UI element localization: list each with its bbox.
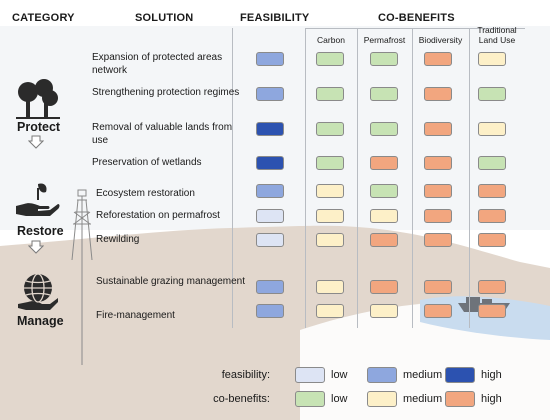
carbon-rating-cell [316,52,344,66]
hand-plant-icon [16,183,60,216]
legend-cobenefits-medium-swatch [367,391,397,407]
biodiversity-rating-cell [424,304,452,318]
feasibility-rating-cell [256,122,284,136]
carbon-rating-cell [316,156,344,170]
permafrost-rating-cell [370,87,398,101]
carbon-rating-cell [316,233,344,247]
permafrost-rating-cell [370,233,398,247]
biodiversity-rating-cell [424,209,452,223]
arrow-down-icon [28,135,44,149]
cobenefits-header: CO-BENEFITS [378,12,455,24]
permafrost-rating-cell [370,52,398,66]
arrow-down-icon [28,240,44,254]
traditional-rating-cell [478,156,506,170]
solution-label: Preservation of wetlands [92,157,202,168]
solution-label: Strengthening protection regimes [92,87,240,98]
legend-cobenefits-low-swatch [295,391,325,407]
subheader-carbon: Carbon [317,35,345,45]
biodiversity-rating-cell [424,122,452,136]
category-manage: Manage [17,314,64,328]
feasibility-rating-cell [256,280,284,294]
trees-icon [16,79,60,119]
feasibility-header: FEASIBILITY [240,12,310,24]
solution-label: Sustainable grazing management [96,276,245,287]
category-protect: Protect [17,120,61,134]
legend-feasibility-low-text: low [331,369,348,381]
legend-cobenefits-label: co-benefits: [213,393,270,405]
feasibility-rating-cell [256,184,284,198]
traditional-rating-cell [478,209,506,223]
legend-cobenefits-medium-text: medium [403,393,443,405]
separator [232,28,233,328]
legend-feasibility-medium-swatch [367,367,397,383]
legend-cobenefits-high-swatch [445,391,475,407]
traditional-rating-cell [478,280,506,294]
biodiversity-rating-cell [424,280,452,294]
biodiversity-rating-cell [424,233,452,247]
feasibility-rating-cell [256,233,284,247]
traditional-rating-cell [478,122,506,136]
biodiversity-rating-cell [424,52,452,66]
carbon-rating-cell [316,280,344,294]
biodiversity-rating-cell [424,156,452,170]
solution-label: Removal of valuable lands from use [92,122,233,146]
traditional-rating-cell [478,52,506,66]
legend-feasibility-medium-text: medium [403,369,443,381]
separator [357,28,358,328]
legend-feasibility-high-swatch [445,367,475,383]
feasibility-rating-cell [256,87,284,101]
legend-cobenefits-low-text: low [331,393,348,405]
permafrost-rating-cell [370,184,398,198]
solution-header: SOLUTION [135,12,194,24]
biodiversity-rating-cell [424,87,452,101]
globe-hand-icon [18,273,58,310]
carbon-rating-cell [316,87,344,101]
separator [305,28,306,328]
permafrost-rating-cell [370,122,398,136]
category-restore: Restore [17,224,64,238]
permafrost-rating-cell [370,280,398,294]
solution-label: Expansion of protected areas network [92,52,223,76]
permafrost-rating-cell [370,156,398,170]
solution-label: Ecosystem restoration [96,188,195,199]
carbon-rating-cell [316,184,344,198]
separator [412,28,413,328]
carbon-rating-cell [316,304,344,318]
subheader-permafrost: Permafrost [363,35,406,45]
feasibility-rating-cell [256,209,284,223]
carbon-rating-cell [316,209,344,223]
solution-label: Reforestation on permafrost [96,210,220,221]
permafrost-rating-cell [370,304,398,318]
permafrost-rating-cell [370,209,398,223]
tower-icon [71,189,93,365]
traditional-rating-cell [478,233,506,247]
traditional-rating-cell [478,87,506,101]
feasibility-rating-cell [256,156,284,170]
subheader-biodiversity: Biodiversity [418,35,463,45]
feasibility-rating-cell [256,52,284,66]
legend-feasibility-low-swatch [295,367,325,383]
separator [469,28,470,328]
water-shape [420,296,550,340]
solution-label: Fire-management [96,310,175,321]
traditional-rating-cell [478,304,506,318]
legend-feasibility-label: feasibility: [221,369,270,381]
legend-feasibility-high-text: high [481,369,502,381]
carbon-rating-cell [316,122,344,136]
solution-label: Rewilding [96,234,140,245]
legend-cobenefits-high-text: high [481,393,502,405]
header-rule [305,28,525,29]
traditional-rating-cell [478,184,506,198]
subheader-traditional-land-use: Traditional Land Use [477,25,517,45]
biodiversity-rating-cell [424,184,452,198]
category-header: CATEGORY [12,12,75,24]
feasibility-rating-cell [256,304,284,318]
